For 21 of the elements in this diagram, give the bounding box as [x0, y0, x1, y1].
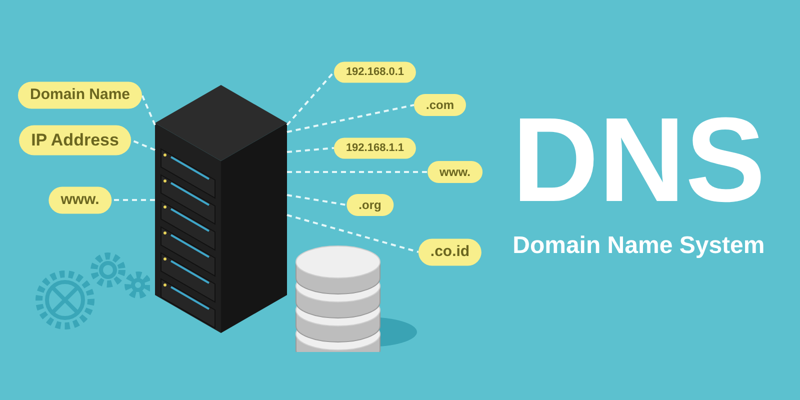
subheading: Domain Name System: [512, 231, 765, 261]
tag-label: .org: [346, 194, 394, 216]
dashed-connector: [286, 104, 414, 133]
tag-label: www.: [428, 161, 482, 183]
dashed-connector: [286, 214, 419, 253]
tag-label: 192.168.1.1: [334, 138, 416, 158]
server-drawing: [155, 85, 287, 333]
dashed-connector: [130, 139, 156, 151]
tag-label: 192.168.0.1: [334, 62, 416, 82]
dashed-connector: [287, 171, 428, 173]
tag-label: .com: [414, 94, 466, 116]
tag-label: www.: [48, 186, 112, 214]
dashed-connector: [286, 147, 334, 153]
tag-label: Domain Name: [18, 82, 142, 108]
dashed-connector: [141, 94, 156, 126]
heading: DNS: [512, 100, 766, 220]
tag-label: IP Address: [19, 125, 131, 155]
dashed-connector: [286, 71, 335, 126]
dashed-connector: [111, 199, 155, 201]
tag-label: .co.id: [418, 238, 482, 266]
dashed-connector: [286, 194, 347, 206]
